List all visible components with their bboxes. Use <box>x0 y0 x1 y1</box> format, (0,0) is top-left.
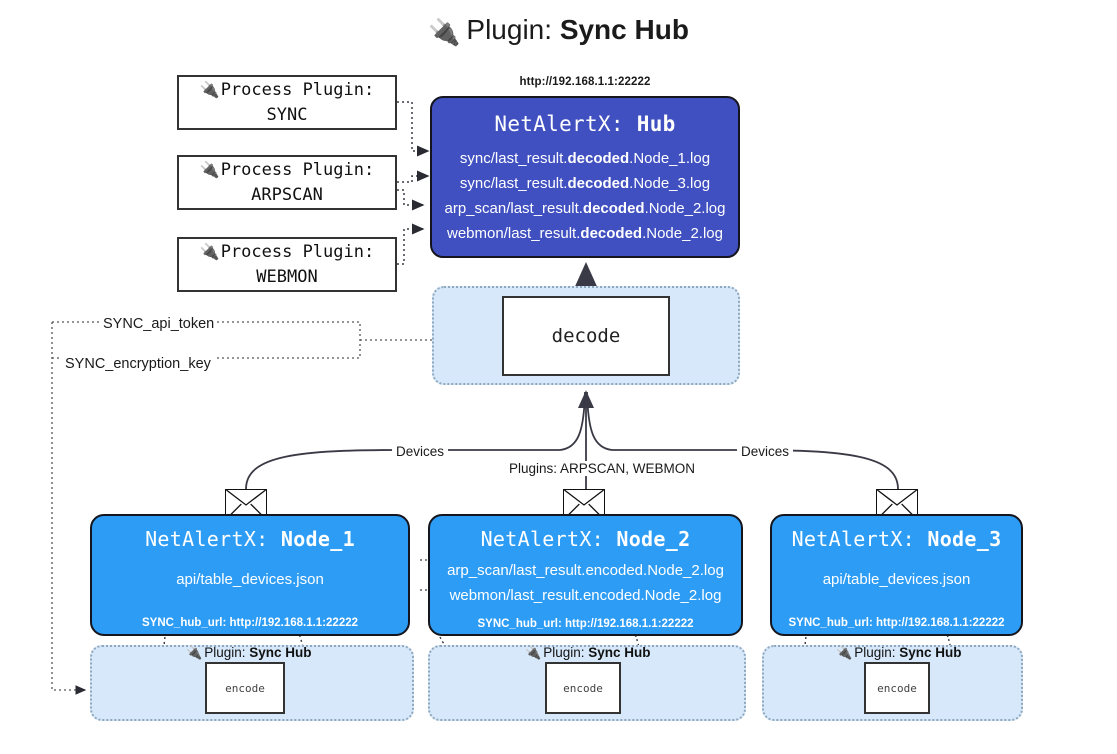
log-em: decoded <box>567 150 630 167</box>
process-plugin-name: SYNC <box>266 104 308 125</box>
hub-title-name: Hub <box>636 112 676 136</box>
process-plugin-name: WEBMON <box>256 266 318 287</box>
plug-icon: 🔌 <box>199 79 220 99</box>
title-prefix: Plugin: <box>466 14 553 45</box>
plug-icon: 🔌 <box>186 645 203 660</box>
encode-label-name: Sync Hub <box>588 645 651 660</box>
encode-label-name: Sync Hub <box>249 645 312 660</box>
encode-box-node-3[interactable]: encode <box>864 662 930 714</box>
process-plugin-label: Process Plugin: <box>220 159 375 180</box>
encode-label-prefix: Plugin: <box>854 645 896 660</box>
title-name: Sync Hub <box>559 14 689 45</box>
node-line: api/table_devices.json <box>176 571 324 588</box>
node-title-name: Node_2 <box>616 527 691 551</box>
encode-box-node-2[interactable]: encode <box>545 662 621 714</box>
node-title: NetAlertX: Node_3 <box>772 527 1021 551</box>
decode-box[interactable]: decode <box>502 296 670 376</box>
log-pre: arp_scan/last_result. <box>444 200 583 217</box>
log-post: .Node_3.log <box>629 175 711 192</box>
hub-log-item: webmon/last_result.decoded.Node_2.log <box>432 221 738 246</box>
node-footer: SYNC_hub_url: http://192.168.1.1:22222 <box>788 617 1005 629</box>
encode-box-node-1[interactable]: encode <box>205 662 285 714</box>
hub-node-box[interactable]: NetAlertX: Hub sync/last_result.decoded.… <box>430 96 740 258</box>
edge-label-devices-left: Devices <box>392 444 449 459</box>
process-plugin-sync[interactable]: 🔌Process Plugin: SYNC <box>177 75 397 130</box>
encode-plugin-label: 🔌Plugin: Sync Hub <box>836 645 962 661</box>
plug-icon: 🔌 <box>836 645 853 660</box>
node-line: api/table_devices.json <box>822 571 971 588</box>
node-footer: SYNC_hub_url: http://192.168.1.1:22222 <box>477 618 694 630</box>
node-box-node-2[interactable]: NetAlertX: Node_2 arp_scan/last_result.e… <box>428 514 743 636</box>
encode-label-name: Sync Hub <box>899 645 962 660</box>
log-post: .Node_2.log <box>642 225 723 242</box>
hub-log-list: sync/last_result.decoded.Node_1.log sync… <box>432 146 738 246</box>
log-post: .Node_1.log <box>629 150 711 167</box>
log-em: decoded <box>582 200 645 217</box>
edge-label-plugins: Plugins: ARPSCAN, WEBMON <box>505 461 700 476</box>
node-title-name: Node_3 <box>927 527 1002 551</box>
plug-icon: 🔌 <box>525 645 542 660</box>
sync-api-token-label: SYNC_api_token <box>100 316 218 332</box>
hub-log-item: sync/last_result.decoded.Node_1.log <box>432 146 738 171</box>
node-line: arp_scan/last_result.encoded.Node_2.log <box>447 562 724 579</box>
node-box-node-1[interactable]: NetAlertX: Node_1 api/table_devices.json… <box>90 514 410 636</box>
hub-url-label: http://192.168.1.1:22222 <box>519 76 651 88</box>
process-plugin-webmon[interactable]: 🔌Process Plugin: WEBMON <box>177 237 397 292</box>
node-title-prefix: NetAlertX: <box>480 527 605 551</box>
log-post: .Node_2.log <box>644 200 726 217</box>
hub-log-item: sync/last_result.decoded.Node_3.log <box>432 171 738 196</box>
log-pre: sync/last_result. <box>459 150 568 167</box>
node-title: NetAlertX: Node_2 <box>430 527 741 551</box>
process-plugin-name: ARPSCAN <box>251 184 323 205</box>
sync-encryption-key-label: SYNC_encryption_key <box>62 356 214 372</box>
edge-label-devices-right: Devices <box>737 444 794 459</box>
node-line-list: arp_scan/last_result.encoded.Node_2.log … <box>430 558 741 608</box>
process-plugin-arpscan[interactable]: 🔌Process Plugin: ARPSCAN <box>177 155 397 210</box>
node-line: webmon/last_result.encoded.Node_2.log <box>449 587 722 604</box>
page-title: 🔌Plugin: Sync Hub <box>0 14 1117 48</box>
hub-log-item: arp_scan/last_result.decoded.Node_2.log <box>432 196 738 221</box>
plug-icon: 🔌 <box>428 17 461 47</box>
node-footer: SYNC_hub_url: http://192.168.1.1:22222 <box>141 617 359 629</box>
log-em: decoded <box>580 225 643 242</box>
node-title-name: Node_1 <box>280 527 355 551</box>
log-pre: webmon/last_result. <box>447 225 581 242</box>
log-pre: sync/last_result. <box>459 175 568 192</box>
hub-title-prefix: NetAlertX: <box>494 112 624 136</box>
node-title-prefix: NetAlertX: <box>791 527 916 551</box>
process-plugin-label: Process Plugin: <box>220 79 375 100</box>
process-plugin-label: Process Plugin: <box>220 241 375 262</box>
node-title-prefix: NetAlertX: <box>145 527 269 551</box>
encode-label-prefix: Plugin: <box>543 645 585 660</box>
encode-plugin-label: 🔌Plugin: Sync Hub <box>525 645 651 661</box>
node-box-node-3[interactable]: NetAlertX: Node_3 api/table_devices.json… <box>770 514 1023 636</box>
log-em: decoded <box>567 175 630 192</box>
plug-icon: 🔌 <box>199 159 220 179</box>
encode-label-prefix: Plugin: <box>204 645 246 660</box>
encode-plugin-label: 🔌Plugin: Sync Hub <box>186 645 312 661</box>
node-title: NetAlertX: Node_1 <box>92 527 408 551</box>
hub-title: NetAlertX: Hub <box>432 112 738 136</box>
plug-icon: 🔌 <box>199 241 220 261</box>
